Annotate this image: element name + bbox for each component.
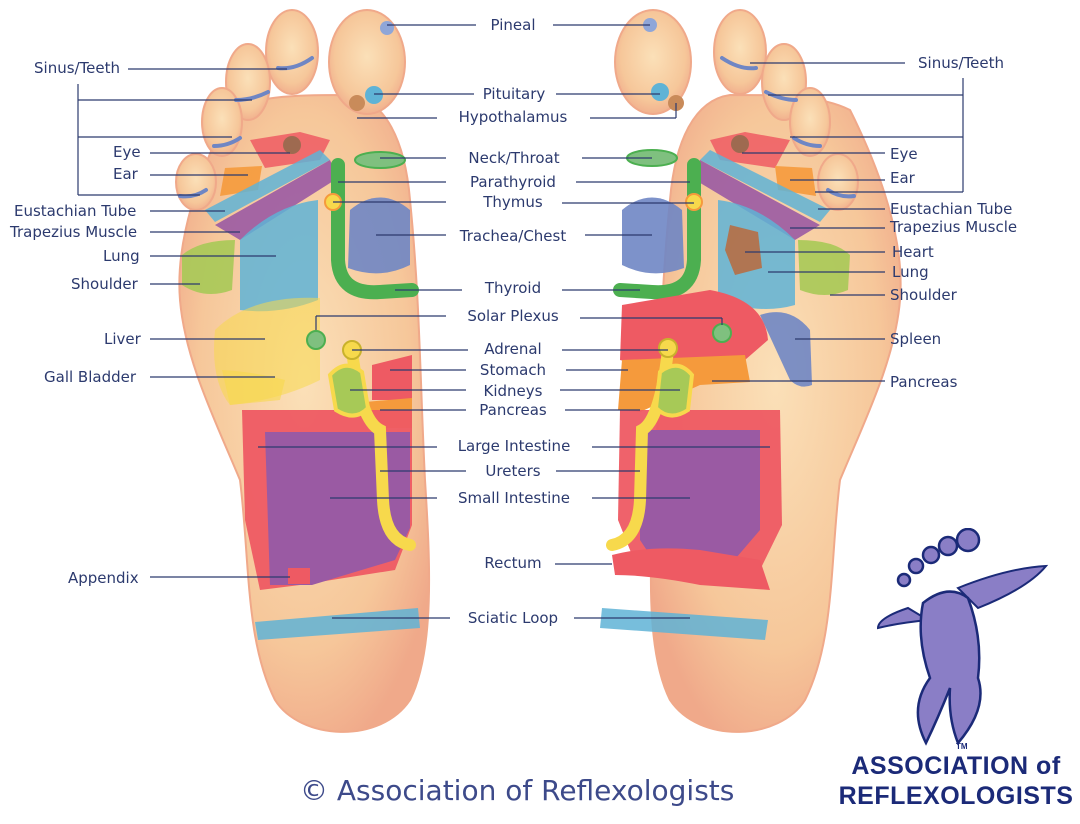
label-right-pancreas: Pancreas (890, 373, 958, 391)
right-sinus-arc (720, 56, 758, 71)
label-trachea-chest: Trachea/Chest (459, 227, 567, 245)
left-eustachian-zone (205, 150, 330, 222)
label-left-lung: Lung (103, 247, 140, 265)
right-toe-5 (817, 153, 859, 211)
right-heart-zone (725, 225, 762, 275)
left-shoulder-zone (182, 240, 235, 294)
label-left-eye: Eye (113, 143, 141, 161)
right-big-toe (614, 9, 692, 115)
label-thyroid: Thyroid (484, 279, 542, 297)
label-large-intestine: Large Intestine (457, 437, 571, 455)
right-eustachian-zone (700, 150, 830, 222)
left-sciatic-zone (255, 608, 420, 640)
logo-text-line1: ASSOCIATION of (851, 752, 1061, 780)
label-right-shoulder: Shoulder (890, 286, 957, 304)
label-left-appendix: Appendix (68, 569, 139, 587)
label-right-spleen: Spleen (890, 330, 942, 348)
left-thyroid-zone (331, 158, 419, 300)
left-trapezius-zone (215, 160, 338, 240)
label-pineal: Pineal (490, 16, 536, 34)
label-thymus: Thymus (483, 193, 543, 211)
right-trachea-zone (622, 197, 684, 274)
left-solar-plexus-zone (306, 330, 326, 350)
right-eye-zone (710, 132, 790, 168)
label-left-gall-bladder: Gall Bladder (44, 368, 137, 386)
left-toe-4 (201, 87, 243, 157)
label-rectum: Rectum (484, 554, 542, 572)
left-small-intestine-zone (265, 432, 410, 585)
label-left-trapezius-muscle: Trapezius Muscle (10, 223, 138, 241)
left-toe-5 (175, 153, 217, 211)
left-pituitary-zone (365, 86, 383, 104)
label-neck-throat: Neck/Throat (468, 149, 560, 167)
right-sinus-arc (792, 136, 822, 148)
label-stomach: Stomach (479, 361, 547, 379)
logo-text-line2: REFLEXOLOGISTS (838, 782, 1074, 810)
right-foot (600, 9, 902, 733)
label-right-ear: Ear (890, 169, 915, 187)
left-pineal-zone (380, 21, 394, 35)
right-sinus-arc (826, 188, 856, 199)
left-sinus-arc (212, 136, 242, 148)
left-neck-zone (354, 151, 406, 169)
left-appendix-zone (288, 568, 310, 584)
right-small-intestine-zone (640, 430, 760, 565)
label-left-shoulder: Shoulder (71, 275, 138, 293)
right-toe-4 (789, 87, 831, 157)
label-pancreas: Pancreas (479, 401, 547, 419)
right-sciatic-zone (600, 608, 768, 640)
label-kidneys: Kidneys (483, 382, 543, 400)
left-lung-zone (240, 200, 318, 312)
left-gallbladder-zone (222, 370, 285, 405)
copyright-notice: © Association of Reflexologists (300, 774, 735, 807)
label-parathyroid: Parathyroid (470, 173, 556, 191)
label-left-sinus-teeth: Sinus/Teeth (34, 59, 121, 77)
label-ureters: Ureters (485, 462, 541, 480)
right-rectum-zone (612, 548, 770, 590)
right-thymus-zone (685, 193, 703, 211)
left-kidney-zone (327, 363, 371, 418)
leader-lines (77, 24, 964, 619)
label-adrenal: Adrenal (484, 340, 542, 358)
label-right-trapezius-muscle: Trapezius Muscle (890, 218, 1018, 236)
left-big-toe (328, 9, 406, 115)
left-hypothalamus-zone (349, 95, 365, 111)
right-pituitary-zone (651, 83, 669, 101)
logo-figure-icon (876, 528, 1049, 746)
label-right-lung: Lung (892, 263, 929, 281)
label-right-sinus-teeth: Sinus/Teeth (918, 54, 1005, 72)
label-sciatic-loop: Sciatic Loop (467, 609, 559, 627)
label-hypothalamus: Hypothalamus (458, 108, 568, 126)
right-toe-2 (713, 9, 767, 95)
label-right-eye: Eye (890, 145, 918, 163)
right-stomach-zone (620, 290, 768, 372)
left-toe-2 (265, 9, 319, 95)
right-sinus-arc (764, 90, 798, 102)
label-solar-plexus: Solar Plexus (467, 307, 559, 325)
right-solar-plexus-zone (712, 323, 732, 343)
right-spleen-zone (760, 312, 812, 387)
right-trapezius-zone (692, 160, 820, 240)
right-shoulder-zone (798, 240, 850, 295)
right-thyroid-zone (613, 158, 701, 300)
right-kidney-zone (653, 363, 695, 418)
label-left-ear: Ear (113, 165, 138, 183)
right-eye-dot (731, 135, 749, 153)
left-stomach-zone (372, 355, 412, 400)
left-foot (175, 9, 431, 733)
left-eye-dot (283, 136, 301, 154)
label-small-intestine: Small Intestine (457, 489, 571, 507)
left-sinus-arc (276, 56, 314, 71)
right-adrenal-zone (658, 338, 678, 358)
label-left-eustachian-tube: Eustachian Tube (14, 202, 137, 220)
label-pituitary: Pituitary (482, 85, 546, 103)
label-right-eustachian-tube: Eustachian Tube (890, 200, 1013, 218)
label-left-liver: Liver (104, 330, 141, 348)
association-logo: TM ASSOCIATION of REFLEXOLOGISTS (838, 528, 1074, 818)
label-right-heart: Heart (892, 243, 934, 261)
logo-trademark: TM (956, 742, 968, 751)
